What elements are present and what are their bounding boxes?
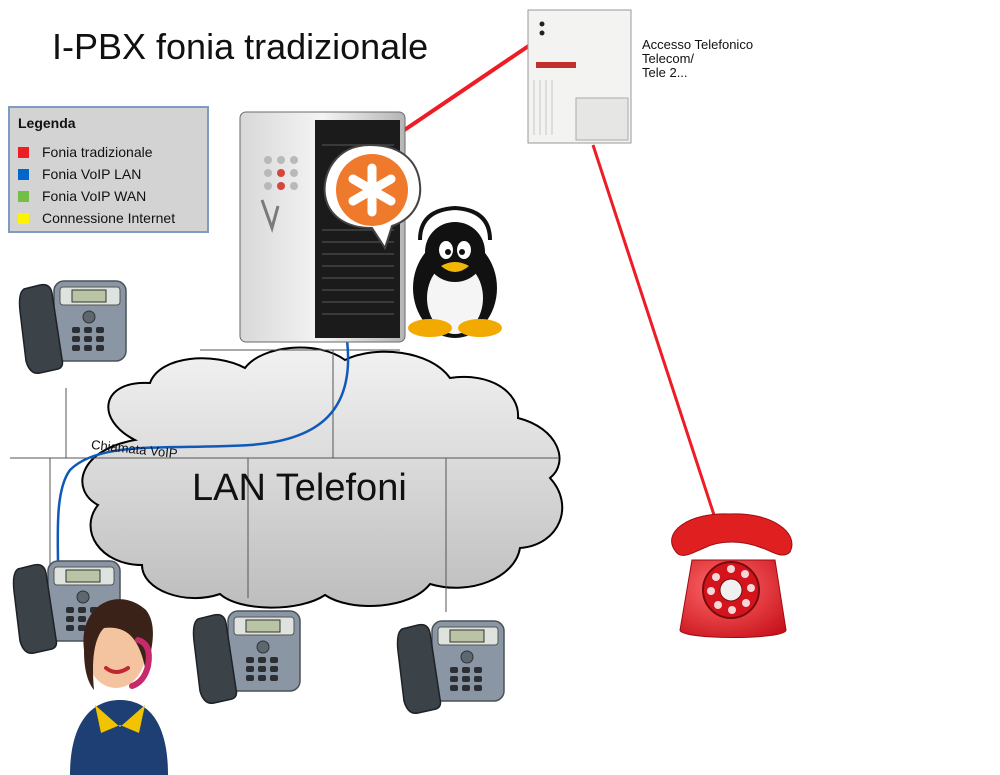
legend-item-fonia-voip-wan: Fonia VoIP WAN — [18, 185, 199, 207]
legend-swatch — [18, 212, 29, 224]
asterisk-logo-icon — [323, 143, 422, 251]
telephone-access-box — [527, 9, 632, 144]
legend-item-fonia-voip-lan: Fonia VoIP LAN — [18, 163, 199, 185]
legend-label: Fonia VoIP WAN — [42, 188, 147, 204]
ip-phone[interactable] — [18, 280, 127, 374]
operator-woman-icon — [70, 599, 168, 775]
ip-phone[interactable] — [192, 610, 301, 704]
page-title: I-PBX fonia tradizionale — [52, 26, 429, 67]
ip-phone[interactable] — [396, 620, 505, 714]
legend-swatch — [18, 168, 29, 180]
lan-label: LAN Telefoni — [192, 467, 407, 509]
linux-penguin-icon — [408, 205, 502, 338]
lan-cabling — [10, 349, 558, 612]
traditional-line-access-phone — [591, 144, 717, 519]
access-line-label: Accesso Telefonico Telecom/ Tele 2... — [642, 37, 754, 80]
legend-box: Legenda Fonia tradizionale Fonia VoIP LA… — [8, 106, 209, 233]
legend-swatch — [18, 146, 29, 158]
legend-swatch — [18, 190, 29, 202]
legend-item-connessione-internet: Connessione Internet — [18, 207, 199, 229]
traditional-line-pbx-access — [398, 43, 532, 135]
rotary-phone-icon — [671, 513, 793, 638]
legend-label: Connessione Internet — [42, 210, 176, 226]
legend-item-fonia-tradizionale: Fonia tradizionale — [18, 141, 199, 163]
legend-label: Fonia tradizionale — [42, 144, 153, 160]
lan-cloud — [81, 346, 564, 609]
legend-label: Fonia VoIP LAN — [42, 166, 142, 182]
voip-lan-line — [56, 339, 350, 566]
legend-title: Legenda — [18, 115, 76, 131]
